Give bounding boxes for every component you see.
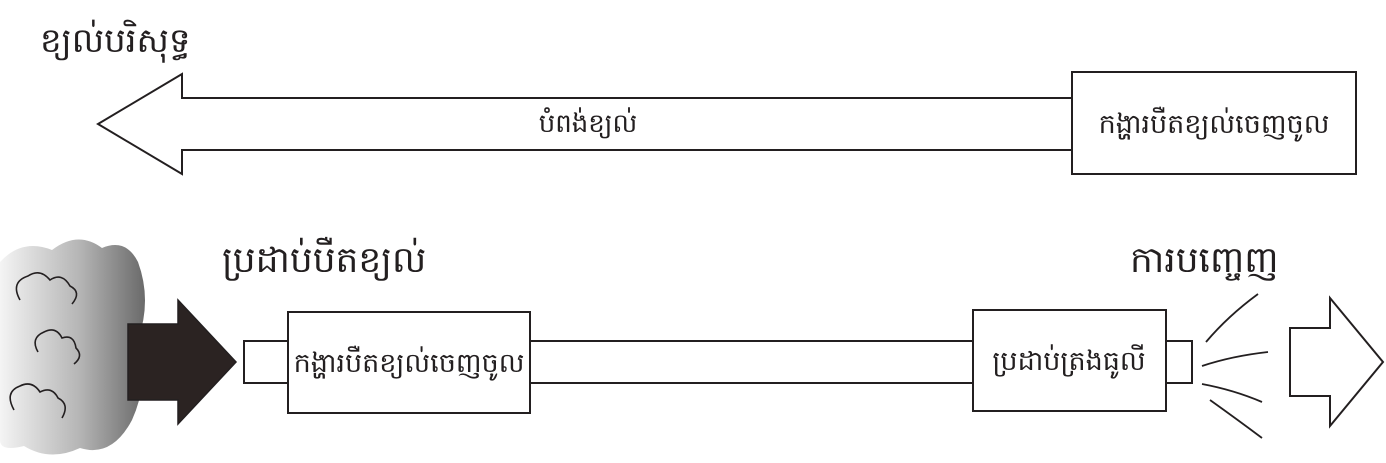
- hollow-arrow-right-icon: [1289, 295, 1385, 429]
- output-label: ការបញ្ចេញ: [1130, 240, 1279, 281]
- exhaust-pipe-label: បំពង់ខ្យល់: [539, 107, 638, 139]
- filter-box: [972, 309, 1167, 412]
- exhaust-arrow: [96, 72, 1076, 176]
- smoke-cloud-icon: [0, 239, 145, 455]
- airflow-lines: [1201, 293, 1269, 439]
- intake-device-label: ប្រដាប់បឺតខ្យល់: [222, 236, 426, 281]
- clean-air-label: ខ្យល់បរិសុទ្ធ: [40, 19, 190, 63]
- fan-box: [287, 311, 531, 414]
- top-fan-box-label: កង្ហារបឺតខ្យល់ចេញចូល: [1099, 106, 1330, 142]
- intake-arrow: [127, 298, 238, 426]
- fan-box-label: កង្ហារបឺតខ្យល់ចេញចូល: [294, 345, 525, 381]
- filter-box-label: ប្រដាប់ត្រងធូលី: [992, 344, 1145, 379]
- top-fan-box: [1071, 71, 1357, 175]
